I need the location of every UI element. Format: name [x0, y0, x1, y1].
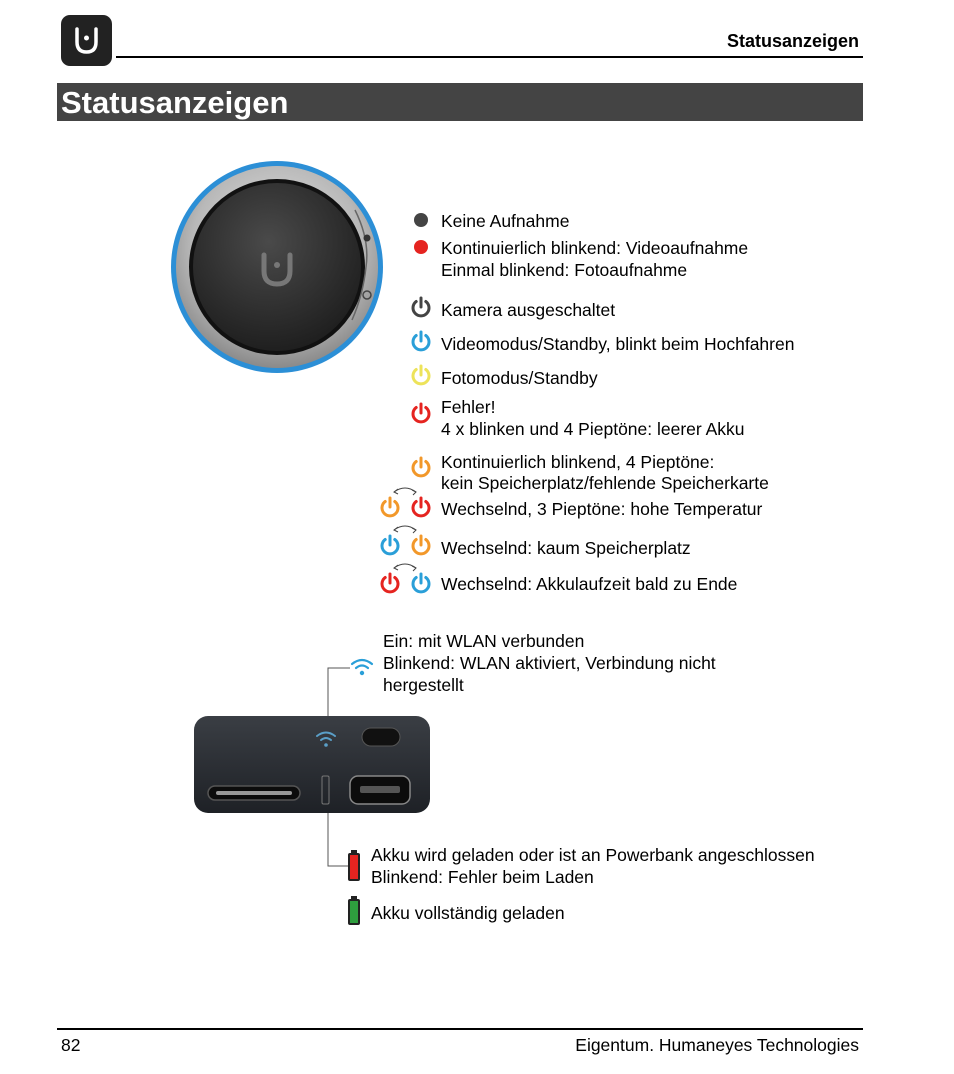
- battery-icon-red: [348, 850, 360, 881]
- humaneyes-logo: [61, 15, 112, 66]
- gray-dot-icon: [414, 213, 428, 227]
- wlan-line2: Blinkend: WLAN aktiviert, Verbindung nic…: [383, 653, 716, 673]
- title-bar: [57, 83, 863, 121]
- legend-camera-off: Kamera ausgeschaltet: [441, 300, 616, 320]
- power-icon-yellow: [411, 364, 431, 386]
- footer-rule: [57, 1028, 863, 1030]
- legend-orange-line2: kein Speicherplatz/fehlende Speicherkart…: [441, 473, 769, 493]
- legend-video-standby: Videomodus/Standby, blinkt beim Hochfahr…: [441, 334, 795, 354]
- alternating-blue-orange-icon: [380, 525, 431, 556]
- battery-icon-green: [348, 896, 360, 925]
- legend-red-line2: Einmal blinkend: Fotoaufnahme: [441, 260, 688, 280]
- header-rule: [116, 56, 863, 58]
- wlan-line1: Ein: mit WLAN verbunden: [383, 631, 585, 651]
- power-icon-orange: [411, 456, 431, 478]
- battery-charging-line1: Akku wird geladen oder ist an Powerbank …: [371, 845, 815, 865]
- header-title: Statusanzeigen: [726, 31, 859, 51]
- power-icon-blue: [411, 330, 431, 352]
- battery-full: Akku vollständig geladen: [371, 903, 565, 923]
- legend-photo-standby: Fotomodus/Standby: [441, 368, 598, 388]
- legend-alt-battery: Wechselnd: Akkulaufzeit bald zu Ende: [441, 574, 738, 594]
- battery-charging-line2: Blinkend: Fehler beim Laden: [371, 867, 594, 887]
- alternating-red-blue-icon: [380, 563, 431, 594]
- device-side-panel: [194, 716, 430, 818]
- power-icon-gray: [411, 296, 431, 318]
- alternating-orange-red-icon: [380, 487, 431, 518]
- wlan-line3: hergestellt: [383, 675, 464, 695]
- legend-orange-line1: Kontinuierlich blinkend, 4 Pieptöne:: [441, 452, 715, 472]
- camera-button-illustration: [170, 160, 385, 380]
- legend-alt-temp: Wechselnd, 3 Pieptöne: hohe Temperatur: [441, 499, 763, 519]
- power-icon-red: [411, 402, 431, 424]
- wifi-icon: [350, 658, 374, 676]
- page-title: Statusanzeigen: [61, 85, 289, 120]
- legend-alt-storage: Wechselnd: kaum Speicherplatz: [441, 538, 691, 558]
- callout-lines: [327, 667, 350, 867]
- footer-owner: Eigentum. Humaneyes Technologies: [575, 1035, 859, 1055]
- legend-no-recording: Keine Aufnahme: [441, 211, 570, 231]
- page-number: 82: [61, 1035, 81, 1055]
- legend-error-line2: 4 x blinken und 4 Pieptöne: leerer Akku: [441, 419, 745, 439]
- red-dot-icon: [414, 240, 428, 254]
- legend-red-line1: Kontinuierlich blinkend: Videoaufnahme: [441, 238, 749, 258]
- legend-error-line1: Fehler!: [441, 397, 496, 417]
